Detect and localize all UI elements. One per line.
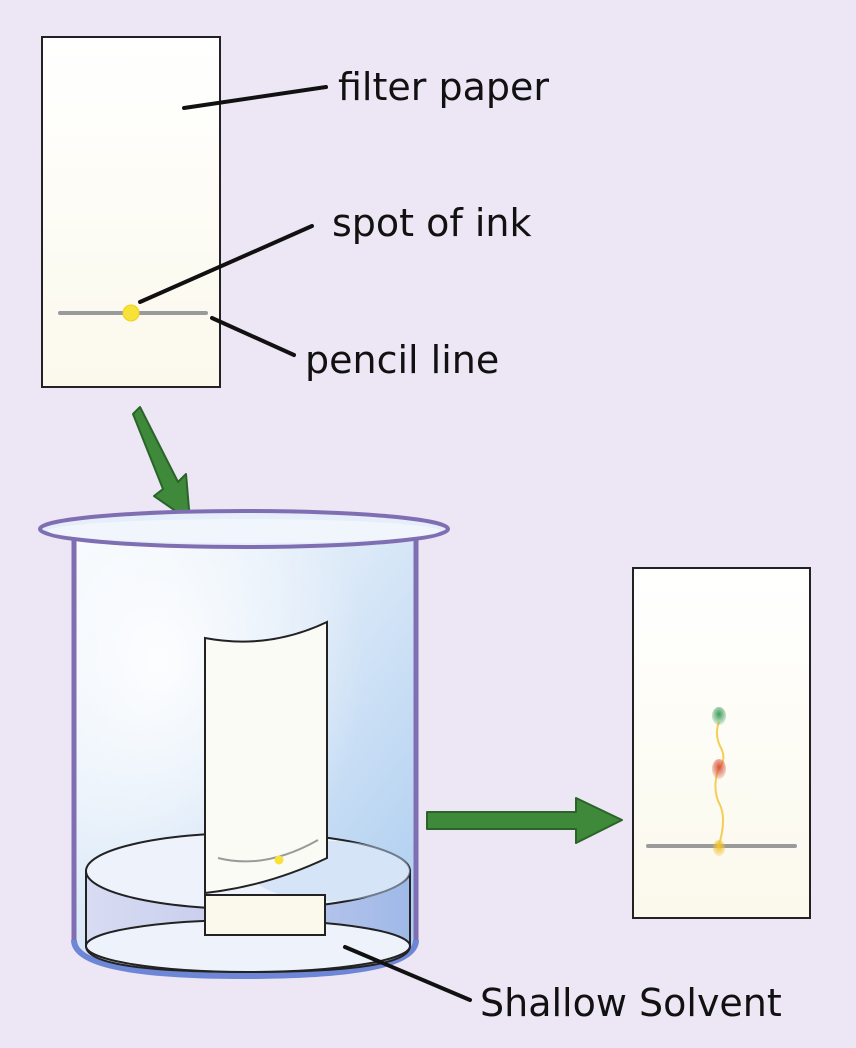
paper-roll <box>204 620 328 895</box>
leader-line-filter-paper <box>182 85 328 110</box>
chromatogram-result <box>632 567 811 919</box>
arrow-right-icon <box>426 797 623 844</box>
paper-submerged-part <box>204 894 326 936</box>
leader-line-pencil-line <box>210 316 296 357</box>
pencil-line-in-beaker <box>217 839 319 863</box>
label-spot-of-ink: spot of ink <box>332 201 532 245</box>
filter-paper-sheet <box>41 36 221 388</box>
yellow-dye-spot <box>713 840 725 856</box>
filter-paper-top <box>41 36 221 388</box>
label-filter-paper: filter paper <box>338 65 549 109</box>
green-dye-spot <box>712 707 726 725</box>
label-pencil-line: pencil line <box>305 338 499 382</box>
ink-spot-in-beaker <box>274 855 284 865</box>
filter-paper-in-beaker <box>204 620 328 936</box>
ink-spot <box>122 304 140 322</box>
red-dye-spot <box>712 759 726 779</box>
beaker <box>38 509 450 980</box>
arrow-down-right-icon <box>132 406 191 522</box>
result-paper-sheet <box>632 567 811 919</box>
leader-line-shallow-solvent <box>343 945 472 1002</box>
label-shallow-solvent: Shallow Solvent <box>480 981 782 1025</box>
leader-line-spot-of-ink <box>138 224 314 304</box>
